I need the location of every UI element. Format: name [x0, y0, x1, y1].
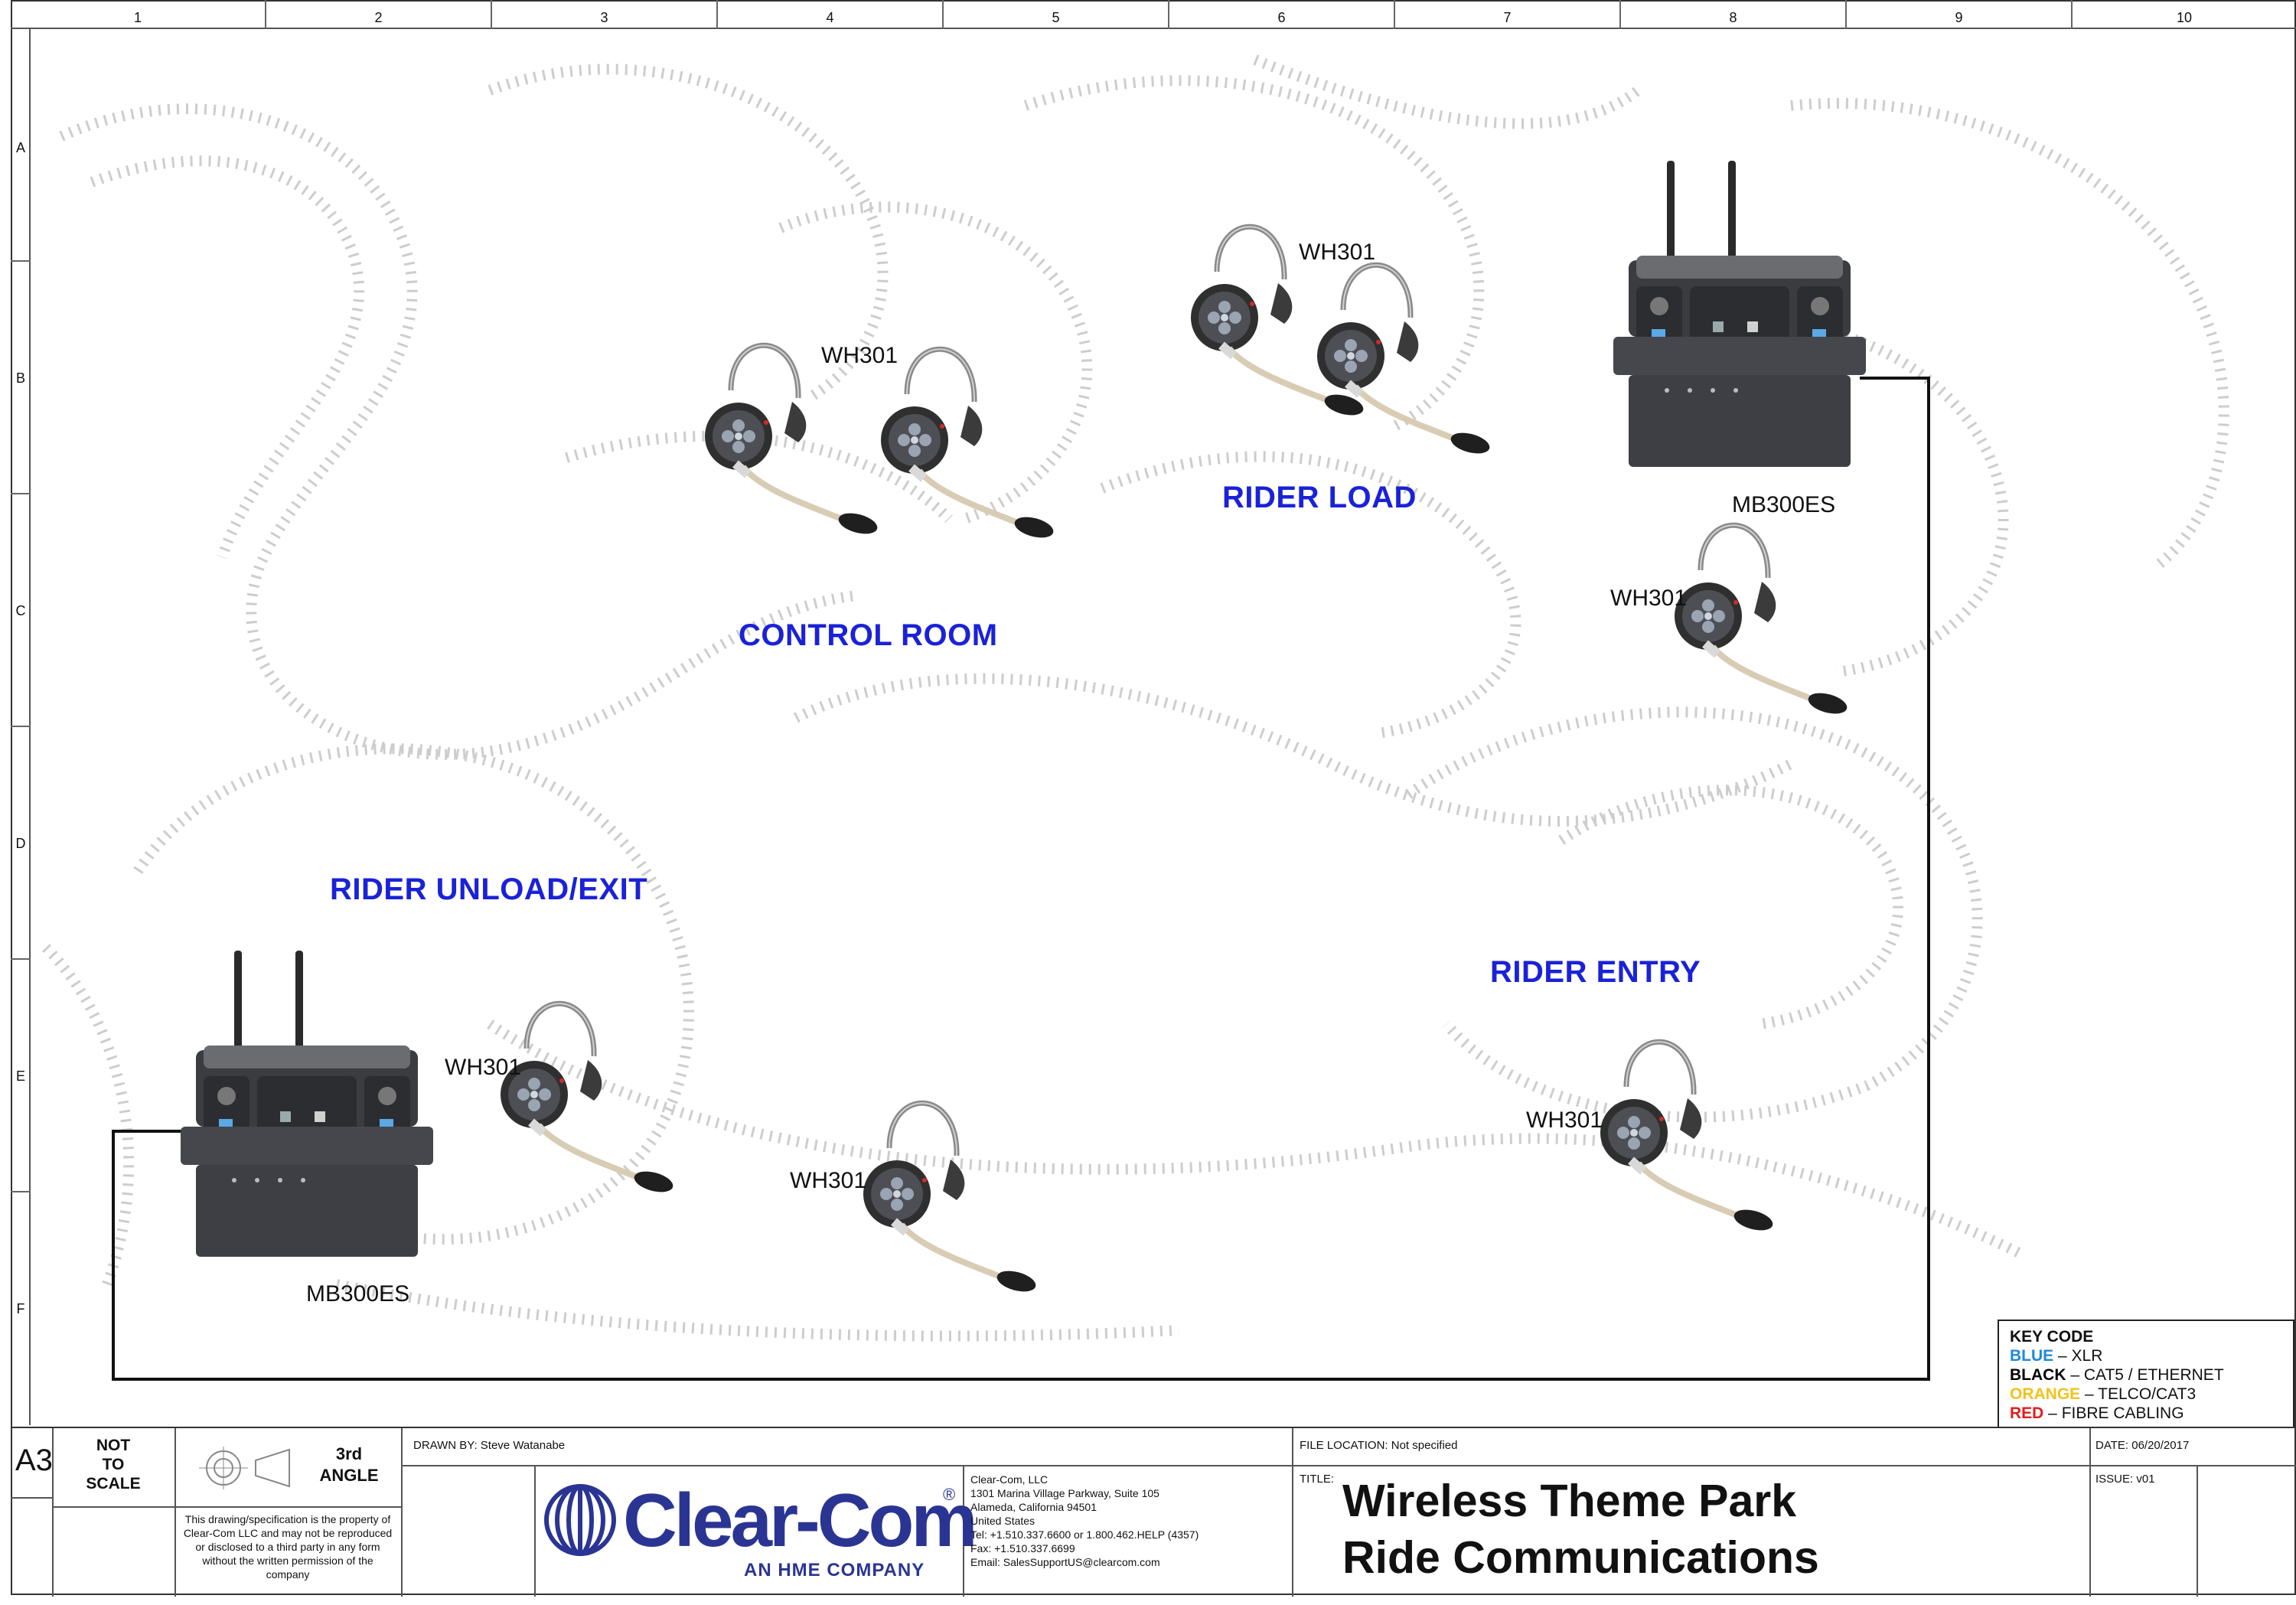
- row-marker: E: [11, 960, 31, 1192]
- third-angle-projection-icon: [199, 1447, 290, 1489]
- headset-rider-unload-1: [501, 1003, 675, 1196]
- headset-rider-unload-2: [863, 1103, 1038, 1295]
- title-label: TITLE:: [1300, 1473, 1335, 1486]
- issue-number: ISSUE: v01: [2095, 1473, 2155, 1486]
- key-code-title: KEY CODE: [2010, 1328, 2094, 1346]
- row-marker: D: [11, 727, 31, 960]
- area-label-control-room: CONTROL ROOM: [739, 618, 998, 652]
- drawn-by: DRAWN BY: Steve Watanabe: [413, 1439, 566, 1452]
- column-ruler: 1 2 3 4 5 6 7 8 9 10: [11, 0, 2296, 29]
- projection-angle: 3rd ANGLE: [319, 1444, 379, 1485]
- device-label-wh301: WH301: [445, 1055, 522, 1080]
- area-label-rider-load: RIDER LOAD: [1222, 481, 1417, 514]
- device-label-wh301: WH301: [790, 1168, 867, 1193]
- key-row-orange: ORANGE – TELCO/CAT3: [2010, 1385, 2197, 1403]
- file-location: FILE LOCATION: Not specified: [1300, 1439, 1458, 1452]
- company-address: Clear-Com, LLC 1301 Marina Village Parkw…: [970, 1473, 1199, 1568]
- drawing-date: DATE: 06/20/2017: [2095, 1439, 2190, 1452]
- registered-mark: ®: [943, 1485, 956, 1504]
- base-station-1: [1613, 161, 1866, 467]
- column-marker: 3: [492, 0, 718, 29]
- base-station-2: [181, 951, 433, 1257]
- row-marker: B: [11, 262, 31, 494]
- column-marker: 5: [944, 0, 1169, 29]
- scale-note: NOT TO SCALE: [86, 1437, 141, 1492]
- area-label-rider-entry: RIDER ENTRY: [1490, 955, 1701, 989]
- column-marker: 2: [266, 0, 492, 29]
- device-label-wh301: WH301: [821, 343, 899, 368]
- key-row-blue: BLUE – XLR: [2010, 1347, 2103, 1365]
- cat5-cable: [112, 377, 1930, 1381]
- headset-control-room-1: [705, 345, 879, 537]
- park-map-background: [42, 54, 2229, 1342]
- headset-rider-load-2: [1317, 265, 1492, 457]
- device-label-wh301: WH301: [1610, 586, 1688, 611]
- column-marker: 10: [2176, 10, 2193, 25]
- device-label-mb300es: MB300ES: [1732, 492, 1836, 517]
- column-marker: 4: [718, 0, 944, 29]
- row-marker: A: [11, 29, 31, 262]
- drawing-title: Wireless Theme Park Ride Communications: [1342, 1476, 1819, 1583]
- key-row-red: RED – FIBRE CABLING: [2010, 1404, 2184, 1422]
- device-label-mb300es: MB300ES: [306, 1281, 410, 1307]
- headset-rider-entry-2: [1600, 1042, 1775, 1234]
- key-code-legend: KEY CODE BLUE – XLR BLACK – CAT5 / ETHER…: [1998, 1320, 2294, 1428]
- title-block: A3 NOT TO SCALE 3rd ANGLE This drawing/s…: [11, 1427, 2296, 1597]
- row-marker: F: [16, 1301, 25, 1316]
- column-marker: 1: [11, 0, 266, 29]
- key-row-black: BLACK – CAT5 / ETHERNET: [2010, 1366, 2224, 1384]
- row-marker: C: [11, 494, 31, 727]
- area-label-rider-unload: RIDER UNLOAD/EXIT: [330, 873, 648, 906]
- headset-control-room-2: [881, 349, 1055, 541]
- column-marker: 8: [1621, 0, 1847, 29]
- device-label-wh301: WH301: [1299, 240, 1376, 265]
- column-marker: 6: [1169, 0, 1395, 29]
- row-ruler: A B C D E F: [11, 29, 31, 1425]
- drawing-frame: [11, 0, 2296, 1595]
- sheet-size: A3: [15, 1444, 53, 1477]
- company-tagline: AN HME COMPANY: [744, 1560, 925, 1581]
- headset-rider-entry-1: [1675, 525, 1849, 717]
- company-logo: Clear-Com: [623, 1478, 978, 1562]
- column-marker: 9: [1847, 0, 2073, 29]
- column-marker: 7: [1395, 0, 1621, 29]
- property-notice: This drawing/specification is the proper…: [183, 1513, 393, 1581]
- clear-com-globe-icon: [544, 1484, 616, 1556]
- device-label-wh301: WH301: [1526, 1108, 1603, 1133]
